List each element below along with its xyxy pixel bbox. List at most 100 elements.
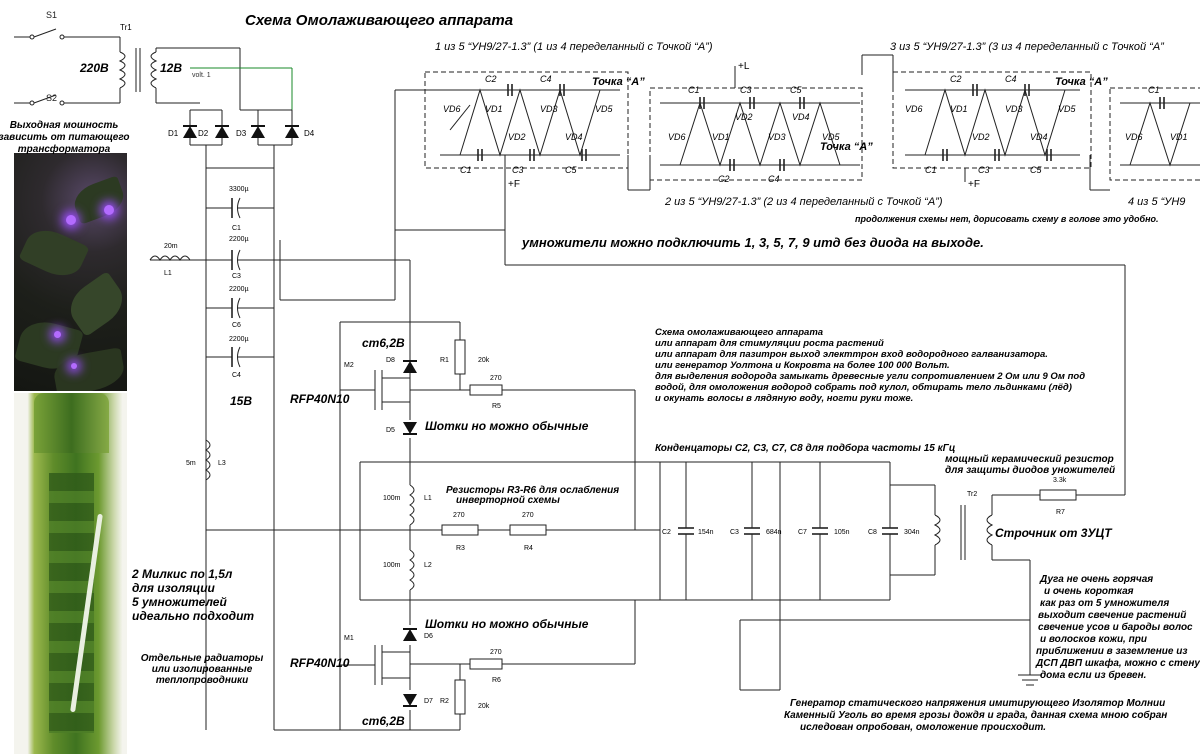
svg-text:ДСП ДВП шкафа, можно с стену: ДСП ДВП шкафа, можно с стену [1035,657,1200,669]
d7-label: D7 [424,698,433,705]
l1b-value: 100m [383,495,401,502]
d8-label: D8 [386,357,395,364]
arc-note: Дуга не очень горячая и очень короткая к… [1035,574,1200,681]
svg-text:VD3: VD3 [540,104,558,114]
mosfet-bottom-label: RFP40N10 [290,656,350,670]
mosfet-top-label: RFP40N10 [290,392,350,406]
l2-label: L2 [424,562,432,569]
svg-text:1 из 5 “УН9/27-1.3” (1 из 4 пе: 1 из 5 “УН9/27-1.3” (1 из 4 переделанный… [435,41,713,53]
r3-value: 270 [453,512,465,519]
switch-s2-label: S2 [46,93,57,103]
c2-tank-label: C2 [662,529,671,536]
multiplier-2-diodes [679,101,841,167]
plus-f-label-1: +F [508,179,520,190]
svg-text:VD5: VD5 [595,104,614,114]
svg-text:C1: C1 [460,165,472,175]
switch-s1-label: S1 [46,10,57,20]
c8-tank-value: 304n [904,529,920,536]
svg-text:мощный керамический резистор: мощный керамический резистор [945,454,1114,465]
c6-label: C6 [232,322,241,329]
svg-text:дома если из бревен.: дома если из бревен. [1040,669,1146,681]
resistor-note: Резисторы R3-R6 для ослабления инверторн… [446,484,619,506]
strochnik-label: Строчник от 3УЦТ [995,526,1113,540]
filter-bank [149,168,411,730]
svg-text:C2: C2 [485,74,497,84]
svg-text:и очень короткая: и очень короткая [1044,586,1134,597]
supply-15v-label: 15В [230,394,252,408]
radiator-note: Отдельные радиаторы или изолированные те… [141,653,264,686]
l1-label: L1 [164,270,172,277]
plus-l-label-2: +L [738,61,750,72]
r5-label: R5 [492,403,501,410]
svg-text:VD2: VD2 [972,132,990,142]
milkis-note: 2 Милкис по 1,5л для изоляции 5 умножите… [131,567,254,623]
c2-tank-value: 154n [698,529,714,536]
svg-text:для защиты диодов уножителей: для защиты диодов уножителей [945,465,1115,476]
multiplier-3-labels: C2 C4 C1 C3 C5 VD6 VD1 VD2 VD3 VD4 VD5 [905,74,1077,175]
description-block: Схема омолаживающего аппарата или аппара… [655,327,1085,404]
l2-value: 100m [383,562,401,569]
svg-text:C1: C1 [1148,85,1160,95]
l1-value: 20m [164,243,178,250]
svg-text:трансформатора: трансформатора [18,143,111,155]
svg-text:идеально подходит: идеально подходит [132,609,254,623]
multiplier-3-diodes [924,88,1066,157]
svg-text:C2: C2 [718,174,730,184]
svg-text:Выходная мошность: Выходная мошность [10,120,119,131]
svg-text:Схема омолаживающего аппарата: Схема омолаживающего аппарата [655,327,823,338]
r6-value: 270 [490,649,502,656]
plant-glow-photo [14,153,127,391]
zener-d8 [402,360,418,374]
c3-value: 2200µ [229,236,249,243]
multipliers-note: умножители можно подключить 1, 3, 5, 7, … [521,235,984,250]
r1-value: 20k [478,357,490,364]
r7-value: 3.3k [1053,477,1067,484]
point-a-label-3: Точка “А” [1055,76,1108,88]
svg-text:VD6: VD6 [668,132,686,142]
secondary-voltage-label: 12В [160,61,182,75]
c3-label: C3 [232,273,241,280]
c3-tank-label: C3 [730,529,739,536]
svg-text:Резисторы R3-R6 для ослабления: Резисторы R3-R6 для ослабления [446,484,619,496]
l3-label: L3 [218,460,226,467]
svg-text:3 из 5 “УН9/27-1.3” (3 из 4 пе: 3 из 5 “УН9/27-1.3” (3 из 4 переделанный… [890,41,1165,53]
svg-text:Генератор статического напряже: Генератор статического напряжения имитир… [790,698,1165,709]
c4-value: 2200µ [229,336,249,343]
svg-text:и окунать волосы в лядяную вод: и окунать волосы в лядяную воду, ногти р… [655,393,913,404]
bridge-diode-d1 [182,125,198,139]
svg-text:свечение усов и бароды волос: свечение усов и бароды волос [1038,621,1193,633]
bridge-diode-d3 [250,125,266,139]
c1-value: 3300µ [229,186,249,193]
svg-text:C3: C3 [740,85,752,95]
output-transformer [504,230,1126,691]
svg-text:5 умножителей: 5 умножителей [132,595,227,609]
c4-label: C4 [232,372,241,379]
l3-value: 5m [186,460,196,467]
svg-text:или аппарат для стимуляции рос: или аппарат для стимуляции роста растени… [655,338,884,349]
svg-text:для выделения водорода замыкат: для выделения водорода замыкать древесны… [655,371,1085,382]
svg-text:инверторной схемы: инверторной схемы [456,495,560,506]
d4-label: D4 [304,129,315,138]
svg-text:VD1: VD1 [950,104,968,114]
d2-label: D2 [198,129,209,138]
svg-text:VD1: VD1 [1170,132,1188,142]
bridge-diode-d4 [284,125,300,139]
c3-tank-value: 684n [766,529,782,536]
multiplier-1-diodes [449,88,601,157]
svg-text:VD2: VD2 [508,132,526,142]
bridge-diode-d2 [214,125,230,139]
resistor-protection-note: мощный керамический резистор для защиты … [945,454,1115,476]
svg-text:C4: C4 [1005,74,1017,84]
multiplier-4-diodes [1129,101,1191,167]
zener-d7 [402,693,418,707]
inductor-l3 [205,439,211,481]
zener-top-label: ст6,2В [362,336,405,350]
svg-text:Дуга не очень горячая: Дуга не очень горячая [1039,574,1153,585]
primary-voltage-label: 220В [79,61,109,75]
svg-text:для изоляции: для изоляции [132,581,216,595]
svg-text:VD6: VD6 [1125,132,1143,142]
svg-text:VD5: VD5 [1058,104,1077,114]
multiplier-titles: 1 из 5 “УН9/27-1.3” (1 из 4 переделанный… [435,41,1185,208]
schottky-d5 [402,421,418,435]
mains-input: S1 S2 [14,10,180,106]
